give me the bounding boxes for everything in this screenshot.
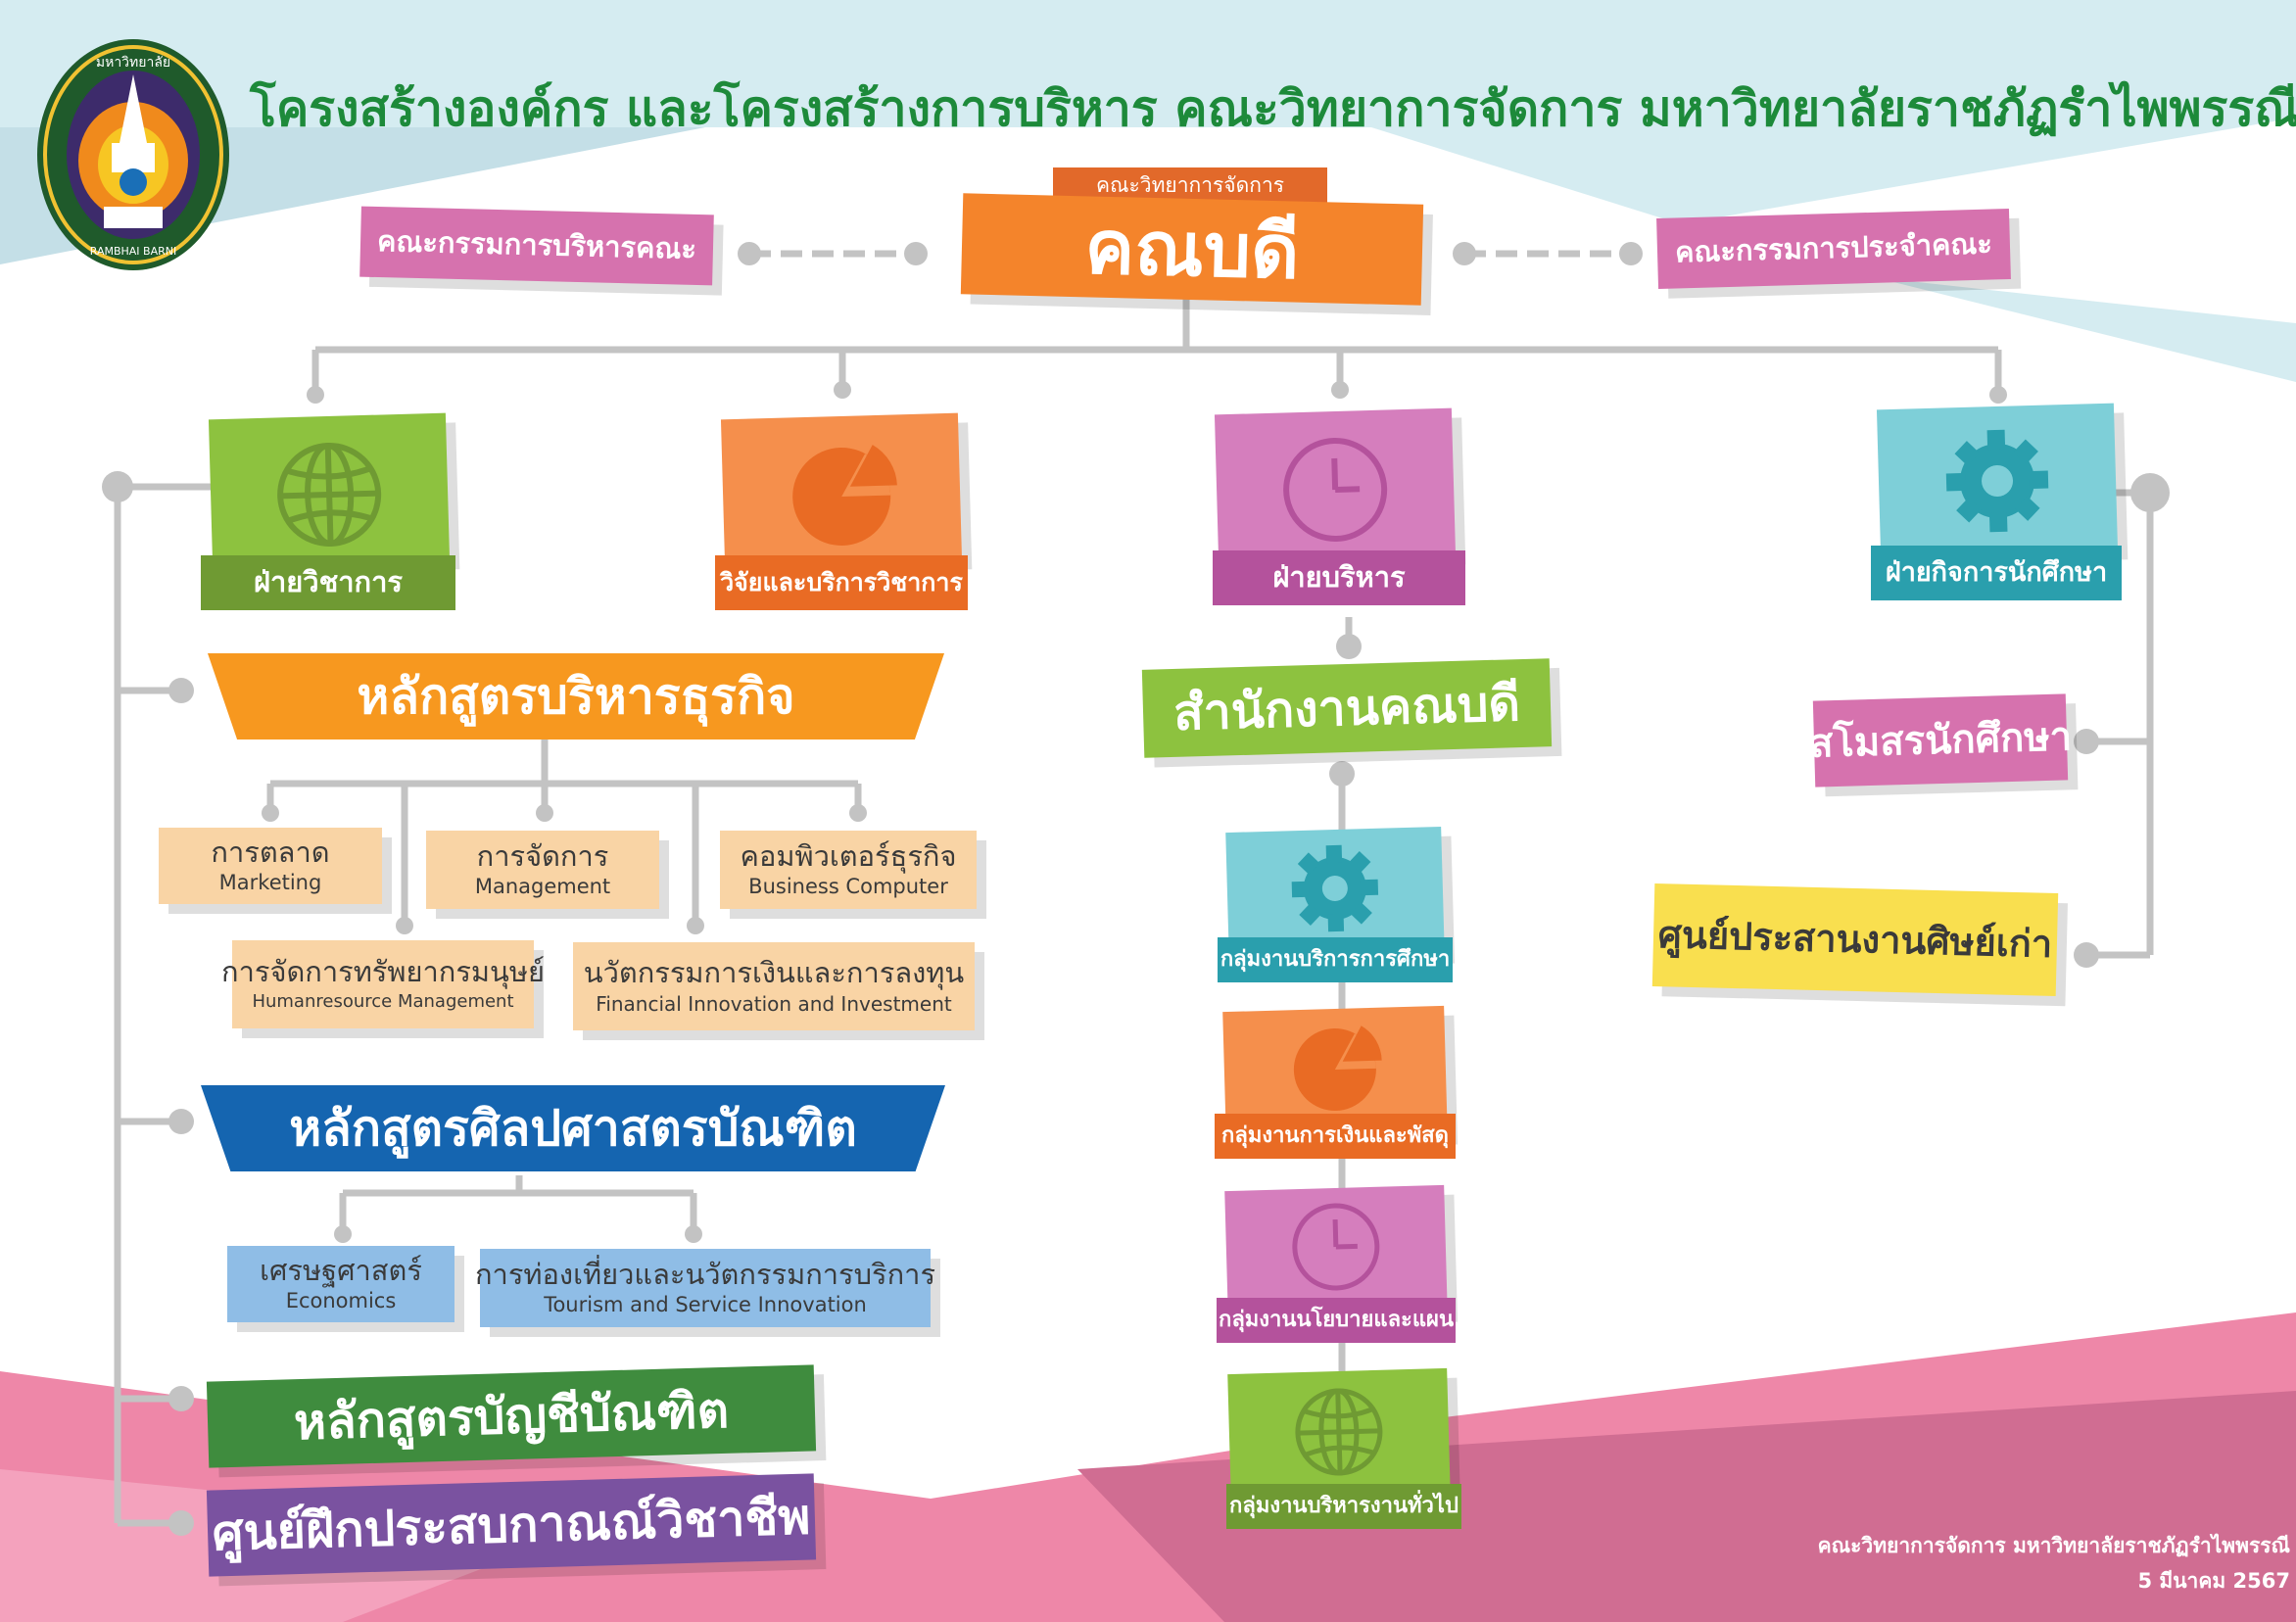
division-student-label: ฝ่ายกิจการนักศึกษา [1871, 546, 2122, 600]
major-hr-en: Humanresource Management [252, 991, 514, 1013]
division-research-card[interactable] [720, 412, 963, 567]
major-marketing-box[interactable]: การตลาด Marketing [159, 828, 382, 904]
major-finance-en: Financial Innovation and Investment [596, 991, 952, 1016]
major-economics-box[interactable]: เศรษฐศาสตร์ Economics [227, 1246, 454, 1322]
globe-icon [277, 442, 382, 547]
division-research-label: วิจัยและบริการวิชาการ [715, 555, 968, 610]
footer-date: 5 มีนาคม 2567 [2137, 1569, 2290, 1593]
major-business-computer-en: Business Computer [748, 875, 948, 899]
clock-icon [1283, 437, 1388, 542]
committee-left-box[interactable]: คณะกรรมการบริหารคณะ [359, 206, 714, 286]
program-accounting-box[interactable]: หลักสูตรบัญชีบัณฑิต [206, 1364, 817, 1468]
major-management-th: การจัดการ [476, 838, 609, 873]
page-title: โครงสร้างองค์กร และโครงสร้างการบริหาร คณ… [250, 80, 2296, 137]
university-seal-graphic: มหาวิทยาลัย RAMBHAI BARNI [37, 39, 229, 270]
major-economics-th: เศรษฐศาสตร์ [260, 1253, 422, 1287]
program-business-box[interactable]: หลักสูตรบริหารธุรกิจ [208, 653, 944, 739]
major-business-computer-box[interactable]: คอมพิวเตอร์ธุรกิจ Business Computer [720, 831, 977, 909]
major-finance-box[interactable]: นวัตกรรมการเงินและการลงทุน Financial Inn… [573, 942, 975, 1030]
professional-center-box[interactable]: ศูนย์ฝึกประสบกาณณ์วิชาชีพ [206, 1473, 817, 1577]
group-policy-label: กลุ่มงานนโยบายและแผน [1217, 1298, 1456, 1343]
major-hr-box[interactable]: การจัดการทรัพยากรมนุษย์ Humanresource Ma… [221, 940, 545, 1028]
clock-icon [1292, 1203, 1380, 1291]
major-business-computer-th: คอมพิวเตอร์ธุรกิจ [740, 838, 957, 873]
major-hr-th: การจัดการทรัพยากรมนุษย์ [221, 955, 545, 989]
division-admin-card[interactable] [1214, 407, 1457, 562]
group-policy-card[interactable] [1224, 1184, 1448, 1319]
alumni-center-box[interactable]: ศูนย์ประสานงานศิษย์เก่า [1651, 883, 2059, 997]
division-academic-card[interactable] [208, 412, 451, 567]
student-club-box[interactable]: สโมสรนักศึกษา [1808, 693, 2073, 787]
major-management-box[interactable]: การจัดการ Management [426, 831, 659, 909]
group-education-card[interactable] [1225, 826, 1445, 961]
major-marketing-th: การตลาด [211, 835, 330, 869]
pie-chart-icon [1293, 1026, 1382, 1112]
university-seal-icon: มหาวิทยาลัย RAMBHAI BARNI [33, 35, 233, 274]
dean-box[interactable]: คณบดี [960, 193, 1424, 306]
svg-text:มหาวิทยาลัย: มหาวิทยาลัย [96, 55, 170, 71]
major-tourism-box[interactable]: การท่องเที่ยวและนวัตกรรมการบริการ Touris… [475, 1249, 935, 1327]
group-finance-label: กลุ่มงานการเงินและพัสดุ [1215, 1114, 1456, 1159]
major-marketing-en: Marketing [218, 871, 322, 895]
major-management-en: Management [474, 875, 611, 899]
group-general-card[interactable] [1227, 1367, 1451, 1503]
pie-chart-icon [792, 445, 897, 546]
svg-text:RAMBHAI BARNI: RAMBHAI BARNI [90, 245, 176, 258]
committee-right-box[interactable]: คณะกรรมการประจำคณะ [1656, 208, 2011, 290]
program-arts-box[interactable]: หลักสูตรศิลปศาสตรบัณฑิต [201, 1085, 945, 1171]
group-general-label: กลุ่มงานบริหารงานทั่วไป [1226, 1484, 1461, 1529]
major-economics-en: Economics [285, 1289, 397, 1313]
major-tourism-en: Tourism and Service Innovation [544, 1293, 867, 1317]
footer-organization: คณะวิทยาการจัดการ มหาวิทยาลัยราชภัฏรำไพพ… [1817, 1534, 2290, 1557]
gear-icon [1945, 429, 2049, 533]
major-finance-th: นวัตกรรมการเงินและการลงทุน [583, 956, 965, 990]
gear-icon [1291, 844, 1379, 932]
division-admin-label: ฝ่ายบริหาร [1213, 550, 1465, 605]
group-finance-card[interactable] [1222, 1005, 1448, 1142]
globe-icon [1295, 1388, 1383, 1476]
major-tourism-th: การท่องเที่ยวและนวัตกรรมการบริการ [474, 1257, 936, 1291]
division-student-card[interactable] [1876, 403, 2119, 557]
division-academic-label: ฝ่ายวิชาการ [201, 555, 455, 610]
group-education-label: กลุ่มงานบริการการศึกษา [1218, 937, 1453, 982]
dean-office-box[interactable]: สำนักงานคณบดี [1141, 658, 1553, 758]
